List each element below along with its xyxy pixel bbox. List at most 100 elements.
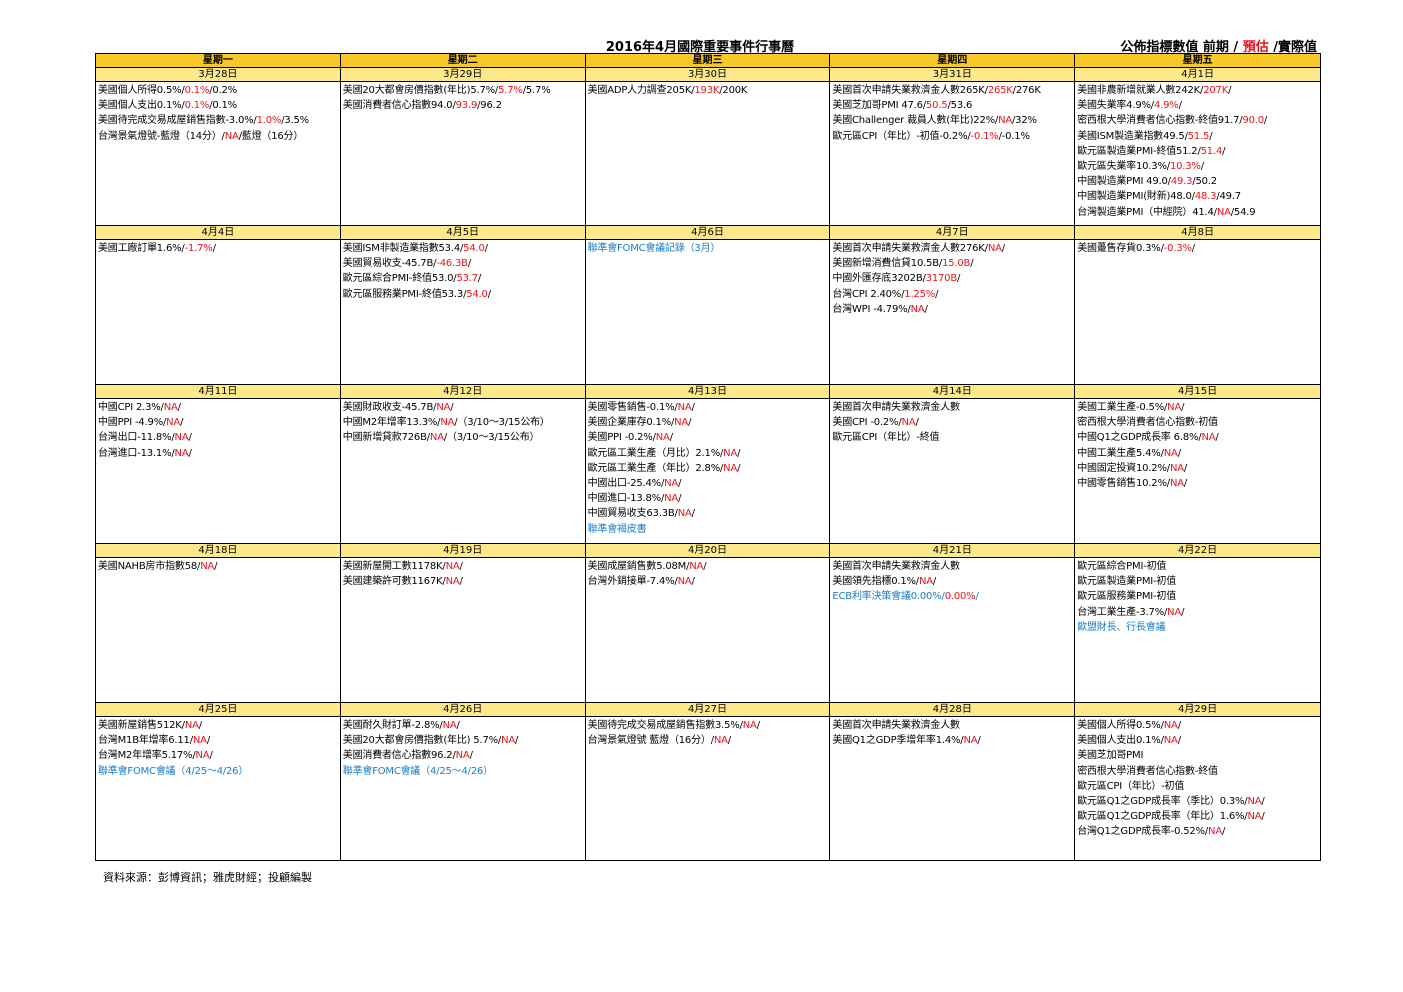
event-text: / [1191,243,1195,254]
estimate-value: NA [1216,206,1231,218]
estimate-value: NA [1163,735,1178,747]
day-cell: 4月21日美國首次申請失業救濟金人數美國領先指標0.1%/NA/ECB利率決策會… [830,544,1076,703]
event-list: 美國首次申請失業救濟金人數美國Q1之GDP季增年率1.4%/NA/ [830,717,1074,748]
event-item: 美國NAHB房市指數58/NA/ [98,559,340,574]
event-text: / [177,402,181,413]
event-text: 美國PPI -0.2%/ [587,432,656,444]
day-date: 4月11日 [96,385,340,399]
event-item: 中國CPI 2.3%/NA/ [98,400,340,415]
estimate-value: -46.3B [436,258,468,270]
day-cell: 3月29日美國20大都會房價指數(年比)5.7%/5.7%/5.7%美國消費者信… [340,68,586,226]
event-item: 台灣CPI 2.40%/1.25%/ [832,287,1074,302]
event-item: 台灣WPI -4.79%/NA/ [832,302,1074,317]
weekday-header: 星期三 [585,54,831,68]
estimate-value: NA [1208,826,1222,838]
event-text: / [188,447,192,459]
event-highlight: 聯準會FOMC會議（4/25～4/26） [342,765,493,777]
event-text: 歐元區製造業PMI-終值51.2/ [1077,145,1201,157]
week-row: 4月11日中國CPI 2.3%/NA/中國PPI -4.9%/NA/台灣出口-1… [96,385,1320,544]
estimate-value: NA [224,130,239,142]
event-item: 美國新屋銷售512K/NA/ [98,718,340,733]
event-text: / [1263,115,1268,127]
estimate-value: 54.0 [463,243,485,254]
event-highlight: / [975,591,979,603]
estimate-value: 50.5 [926,100,948,112]
event-item: 密西根大學消費者信心指數-終值91.7/90.0/ [1077,113,1320,128]
event-text: 美國新屋開工數1178K/ [342,561,446,572]
day-cell: 4月20日美國成屋銷售數5.08M/NA/台灣外銷接單-7.4%/NA/ [585,544,831,703]
event-item: 美國首次申請失業救濟金人數 [832,559,1074,574]
event-text: /200K [719,85,748,96]
event-text: 美國工業生產-0.5%/ [1077,402,1168,413]
event-text: 密西根大學消費者信心指數-終值91.7/ [1077,115,1243,127]
day-date: 4月1日 [1075,68,1320,82]
estimate-value: 48.3 [1194,191,1217,203]
estimate-value: NA [192,735,207,747]
estimate-value: NA [664,478,679,490]
event-text: 美國躉售存貨0.3%/ [1077,243,1164,254]
event-text: / [678,478,682,490]
event-text: 美國個人所得0.5%/ [1077,720,1164,731]
event-text: 歐元區CPI（年比）-初值-0.2%/ [832,130,971,142]
event-text: 美國耐久財訂單-2.8%/ [342,720,443,731]
event-text: 美國CPI -0.2%/ [832,417,902,429]
event-highlight: 聯準會FOMC會議（4/25～4/26） [98,765,249,777]
event-text: /50.2 [1192,176,1217,188]
estimate-value: 15.0B [942,258,971,270]
day-cell: 4月25日美國新屋銷售512K/NA/台灣M1B年增率6.11/NA/台灣M2年… [96,703,341,860]
estimate-value: -0.3% [1163,243,1192,254]
event-text: / [209,750,213,762]
day-cell: 3月30日美國ADP人力調查205K/193K/200K [585,68,831,226]
event-text: / [924,303,928,315]
event-item: 美國待完成交易成屋銷售指數3.5%/NA/ [588,718,830,733]
day-date: 4月6日 [585,226,830,240]
day-date: 4月13日 [585,385,830,399]
event-item: 美國CPI -0.2%/NA/ [832,415,1074,430]
event-text: 歐元區CPI（年比）-初值 [1077,780,1185,792]
estimate-value: NA [1247,796,1262,808]
event-item: 歐元區製造業PMI-初值 [1077,574,1320,589]
event-text: 台灣進口-13.1%/ [98,447,175,459]
estimate-value: NA [442,720,457,731]
event-text: 歐元區服務業PMI-終值53.3/ [342,288,467,300]
event-text: / [198,720,202,731]
event-list: 美國新屋開工數1178K/NA/美國建築許可數1167K/NA/ [341,558,585,589]
legend-prefix: 公佈指標數值 前期 / [1120,40,1243,55]
day-cell: 4月12日美國財政收支-45.7B/NA/中國M2年增率13.3%/NA/（3/… [340,385,586,544]
event-text: /藍燈（16分） [238,130,304,142]
event-list: 美國非農新增就業人數242K/207K/美國失業率4.9%/4.9%/密西根大學… [1075,82,1320,220]
event-item: 歐元區Q1之GDP成長率（年比）1.6%/NA/ [1077,809,1320,824]
event-item: ECB利率決策會議0.00%/0.00%/ [832,589,1074,604]
estimate-value: NA [1163,447,1178,459]
estimate-value: 10.3% [1169,161,1201,173]
event-list: 歐元區綜合PMI-初值歐元區製造業PMI-初值歐元區服務業PMI-初值台灣工業生… [1075,558,1320,635]
event-item: 美國新屋開工數1178K/NA/ [343,559,585,574]
event-text: / [484,243,488,254]
event-text: 中國CPI 2.3%/ [98,402,164,413]
event-list: 美國首次申請失業救濟金人數美國CPI -0.2%/NA/歐元區CPI（年比）-終… [830,399,1074,446]
event-item: 台灣工業生產-3.7%/NA/ [1077,605,1320,620]
day-date: 4月21日 [830,544,1075,558]
event-list: 美國首次申請失業救濟金人數美國領先指標0.1%/NA/ECB利率決策會議0.00… [830,558,1074,605]
event-text: 美國Q1之GDP季增年率1.4%/ [832,735,964,747]
estimate-value: 3170B [925,273,958,285]
estimate-value: 4.9% [1153,100,1179,112]
weekday-header: 星期二 [340,54,586,68]
estimate-value: NA [901,417,916,429]
event-list: 美國ISM非製造業指數53.4/54.0/美國貿易收支-45.7B/-46.3B… [341,240,585,302]
event-item: 美國20大都會房價指數(年比) 5.7%/NA/ [343,733,585,748]
weekday-header: 星期一 [96,54,341,68]
event-text: 美國芝加哥PMI [1077,750,1144,762]
event-text: 台灣景氣燈號-藍燈（14分）/ [98,130,225,142]
event-text: / [1215,432,1219,444]
event-item: 美國工業生產-0.5%/NA/ [1077,400,1320,415]
estimate-value: 1.0% [256,115,282,127]
event-text: 中國進口-13.8%/ [587,493,665,505]
event-text: 美國芝加哥PMI 47.6/ [832,100,927,112]
event-text: / [932,576,937,588]
estimate-value: NA [1247,811,1262,823]
event-text: 歐元區Q1之GDP成長率（季比）0.3%/ [1077,796,1248,808]
event-text: 中國PPI -4.9%/ [98,417,167,429]
event-text: 中國製造業PMI 49.0/ [1077,176,1171,188]
